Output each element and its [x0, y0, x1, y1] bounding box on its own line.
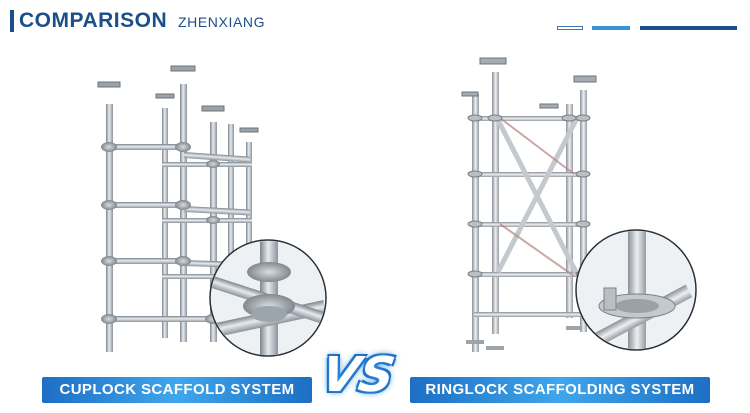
ringlock-rosette-detail	[575, 229, 697, 351]
vs-text: VS	[317, 347, 399, 403]
decor-bar-2	[592, 26, 630, 30]
cuplock-joint-detail	[209, 239, 327, 357]
ringlock-scaffold-image	[461, 57, 697, 352]
page-title: COMPARISON	[19, 9, 168, 32]
header: COMPARISON ZHENXIANG	[0, 0, 750, 44]
ringlock-label: RINGLOCK SCAFFOLDING SYSTEM	[410, 377, 710, 403]
cuplock-image-panel	[10, 44, 360, 374]
brand-name: ZHENXIANG	[178, 14, 266, 30]
vs-badge: VS	[317, 340, 399, 410]
header-accent-bar	[10, 10, 14, 32]
decor-bar-1	[557, 26, 583, 30]
cuplock-scaffold-image	[97, 65, 327, 357]
cuplock-label: CUPLOCK SCAFFOLD SYSTEM	[42, 377, 312, 403]
ringlock-image-panel	[390, 44, 740, 374]
decor-bar-3	[640, 26, 737, 30]
